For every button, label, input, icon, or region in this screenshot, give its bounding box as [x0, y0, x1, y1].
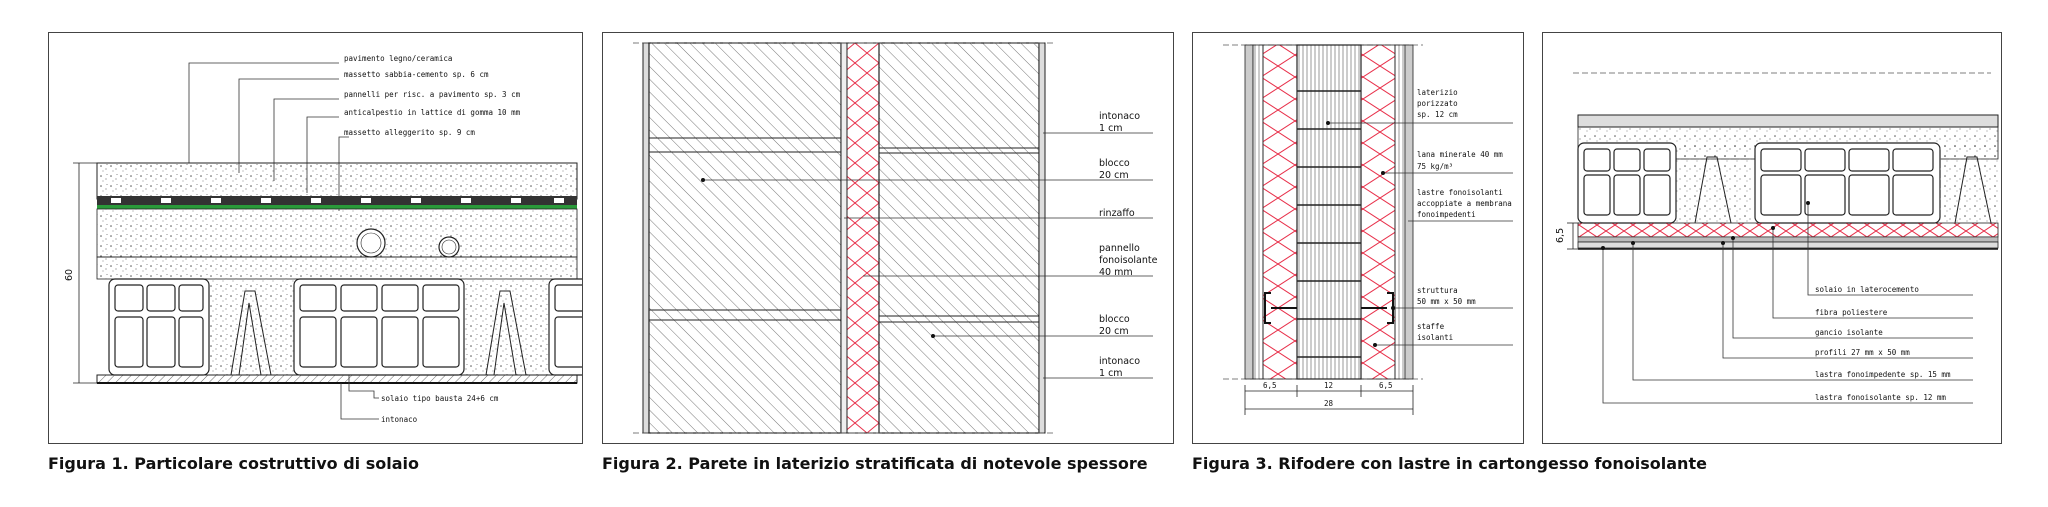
- fig2-label-1-line1: blocco: [1099, 158, 1130, 169]
- figure1-panel: pavimento legno/ceramica massetto sabbia…: [48, 32, 583, 444]
- fig3-label-0-line1: laterizio: [1417, 88, 1458, 97]
- fig3-label-0-line2: porizzato: [1417, 99, 1458, 108]
- fig4-label-1: fibra poliestere: [1815, 308, 1888, 317]
- fig2-label-3-line1: pannello: [1099, 243, 1140, 254]
- fig4-label-5: lastra fonoisolante sp. 12 mm: [1815, 393, 1946, 402]
- figure2-drawing: intonaco 1 cm blocco 20 cm rinzaffo pann…: [633, 42, 1158, 434]
- fig2-label-0-line2: 1 cm: [1099, 123, 1123, 134]
- fig1-label-4: massetto alleggerito sp. 9 cm: [344, 128, 475, 137]
- fig2-label-3-line2: fonoisolante: [1099, 255, 1158, 266]
- fig3-label-4-line1: staffe: [1417, 322, 1445, 331]
- fig4-label-3: profili 27 mm x 50 mm: [1815, 348, 1910, 357]
- fig3-label-2-line2: accoppiate a membrana: [1417, 199, 1512, 208]
- fig1-dimension: 60: [64, 269, 75, 281]
- fig2-label-4-line2: 20 cm: [1099, 326, 1129, 337]
- fig2-label-5-line1: intonaco: [1099, 356, 1140, 367]
- fig3-label-1-line1: lana minerale 40 mm: [1417, 150, 1503, 159]
- fig3-dim-1: 12: [1324, 381, 1333, 390]
- fig2-label-0-line1: intonaco: [1099, 111, 1140, 122]
- fig2-label-4-line1: blocco: [1099, 314, 1130, 325]
- fig2-label-5-line2: 1 cm: [1099, 368, 1123, 379]
- fig1-label-2: pannelli per risc. a pavimento sp. 3 cm: [344, 90, 521, 99]
- fig3-dim-0: 6,5: [1263, 381, 1277, 390]
- fig3-label-2-line1: lastre fonoisolanti: [1417, 188, 1503, 197]
- figure4-drawing: 6,5 solaio in laterocemento fibra polies…: [1555, 72, 1999, 404]
- figure2-panel: intonaco 1 cm blocco 20 cm rinzaffo pann…: [602, 32, 1174, 444]
- fig1-label-0: pavimento legno/ceramica: [344, 54, 452, 63]
- figure3-panel: laterizio porizzato sp. 12 cm lana miner…: [1192, 32, 1524, 444]
- fig4-label-2: gancio isolante: [1815, 328, 1883, 337]
- fig1-bottom-label-1: intonaco: [381, 415, 418, 424]
- fig3-label-0-line3: sp. 12 cm: [1417, 110, 1458, 119]
- fig3-label-2-line3: fonoimpedenti: [1417, 210, 1476, 219]
- fig1-label-3: anticalpestio in lattice di gomma 10 mm: [344, 108, 521, 117]
- fig3-label-3-line1: struttura: [1417, 286, 1458, 295]
- fig4-label-4: lastra fonoimpedente sp. 15 mm: [1815, 370, 1951, 379]
- fig2-label-1-line2: 20 cm: [1099, 170, 1129, 181]
- fig4-dimension: 6,5: [1555, 228, 1566, 243]
- fig3-dim-2: 6,5: [1379, 381, 1393, 390]
- figure1-drawing: pavimento legno/ceramica massetto sabbia…: [64, 54, 582, 424]
- figure4-panel: 6,5 solaio in laterocemento fibra polies…: [1542, 32, 2002, 444]
- fig1-bottom-label-0: solaio tipo bausta 24+6 cm: [381, 394, 499, 403]
- figure2-caption: Figura 2. Parete in laterizio stratifica…: [602, 454, 1148, 473]
- fig4-label-0: solaio in laterocemento: [1815, 285, 1919, 294]
- fig3-dim-3: 28: [1324, 399, 1334, 408]
- figure1-caption: Figura 1. Particolare costruttivo di sol…: [48, 454, 419, 473]
- fig3-label-4-line2: isolanti: [1417, 333, 1453, 342]
- fig2-label-2-line1: rinzaffo: [1099, 208, 1135, 219]
- fig2-label-3-line3: 40 mm: [1099, 267, 1133, 278]
- fig1-label-1: massetto sabbia-cemento sp. 6 cm: [344, 70, 489, 79]
- fig3-label-3-line2: 50 mm x 50 mm: [1417, 297, 1476, 306]
- figure3-caption: Figura 3. Rifodere con lastre in cartong…: [1192, 454, 1707, 473]
- figure3-drawing: laterizio porizzato sp. 12 cm lana miner…: [1223, 44, 1513, 415]
- fig3-label-1-line2: 75 kg/m³: [1417, 162, 1453, 171]
